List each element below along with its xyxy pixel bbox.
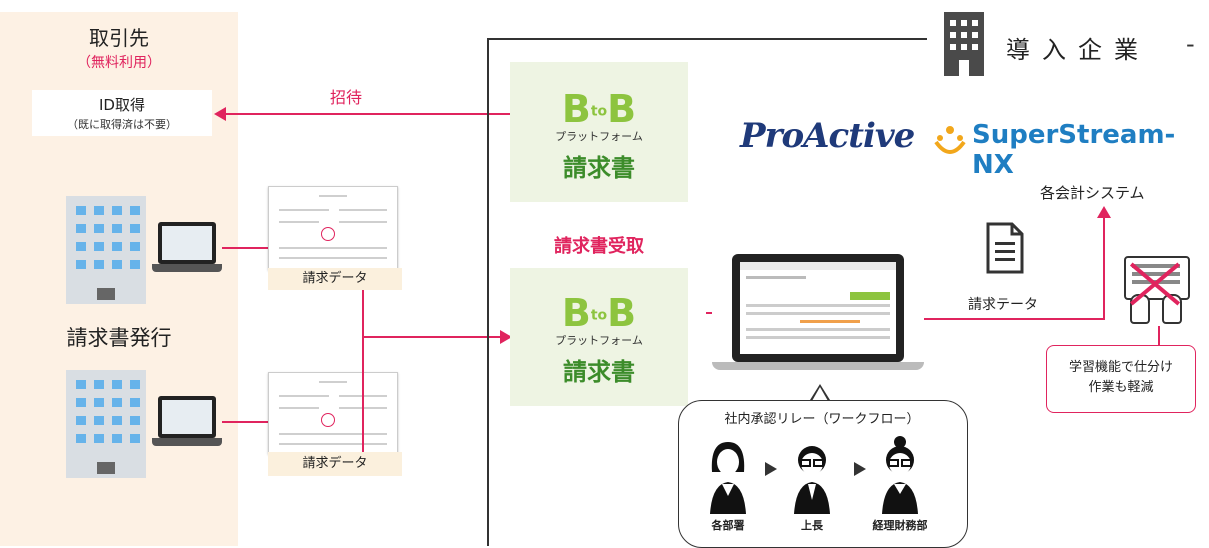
btob-logo: BtoB [561, 87, 637, 131]
workflow-step-arrow [765, 462, 777, 476]
connector-tick [706, 312, 712, 314]
btob-platform-label: プラットフォーム [555, 130, 643, 143]
accounting-arrow-line [924, 318, 1104, 320]
btob-product-label: 請求書 [563, 154, 635, 182]
invoice-receive-label: 請求書受取 [554, 236, 644, 257]
company-building-icon [944, 12, 984, 76]
superstream-logo: SuperStream-NX [972, 120, 1176, 180]
callout-line: 作業も軽減 [1088, 380, 1154, 395]
send-arrow-line [362, 336, 502, 338]
accounting-arrow-line [1103, 214, 1105, 320]
callout-line: 学習機能で仕分け [1068, 360, 1173, 375]
person-label: 各部署 [711, 519, 745, 532]
company-title-dash: - [1186, 30, 1195, 58]
invoice-data-tag: 請求データ [268, 452, 402, 476]
learning-feature-callout: 学習機能で仕分け 作業も軽減 [1046, 345, 1196, 413]
partner-building-icon [66, 196, 146, 304]
partner-subtitle: （無料利用） [77, 55, 161, 71]
partner-laptop-icon [152, 396, 222, 450]
company-frame-border [487, 38, 927, 40]
proactive-logo: ProActive [740, 116, 915, 156]
send-arrowhead [500, 330, 512, 344]
btob-platform-label: プラットフォーム [555, 334, 643, 347]
workflow-title: 社内承認リレー（ワークフロー） [724, 412, 920, 427]
invoice-data-label: 請求テータ [968, 297, 1038, 313]
hands-icon [1130, 294, 1182, 324]
invoice-thumbnail [268, 186, 398, 270]
merge-connector-line [362, 290, 364, 452]
bubble-pointer-fill [812, 387, 828, 401]
invite-arrowhead [214, 107, 226, 121]
manager-icon [794, 446, 830, 514]
btob-product-label: 請求書 [563, 358, 635, 386]
btob-invoice-platform: BtoB プラットフォーム 請求書 [510, 268, 688, 406]
invite-arrow-line [222, 113, 512, 115]
btob-invoice-platform: BtoB プラットフォーム 請求書 [510, 62, 688, 202]
company-laptop-icon [712, 254, 924, 376]
callout-connector [1158, 326, 1160, 346]
partner-building-icon [66, 370, 146, 478]
superstream-logo-icon [934, 126, 966, 154]
invoice-thumbnail [268, 372, 398, 454]
id-acquisition-box: ID取得 （既に取得済は不要） [32, 90, 212, 136]
company-title: 導入企業 [1006, 36, 1150, 64]
id-acquisition-note: （既に取得済は不要） [67, 118, 177, 131]
connector-line [222, 247, 268, 249]
invoice-data-tag: 請求データ [268, 268, 402, 290]
accounting-systems-label: 各会計システム [1040, 184, 1145, 202]
issue-invoice-label: 請求書発行 [66, 326, 172, 350]
id-acquisition-label: ID取得 [99, 96, 145, 114]
person-label: 上長 [801, 519, 823, 532]
partner-laptop-icon [152, 222, 222, 276]
btob-logo: BtoB [561, 291, 637, 335]
accounting-finance-icon [882, 436, 918, 514]
accounting-arrowhead [1097, 206, 1111, 218]
connector-line [222, 421, 268, 423]
person-label: 経理財務部 [872, 519, 928, 532]
document-icon [986, 222, 1024, 274]
company-frame-border [487, 38, 489, 546]
department-staff-icon [710, 442, 746, 514]
partner-title: 取引先 [89, 26, 149, 50]
invite-label: 招待 [330, 88, 363, 107]
workflow-step-arrow [854, 462, 866, 476]
